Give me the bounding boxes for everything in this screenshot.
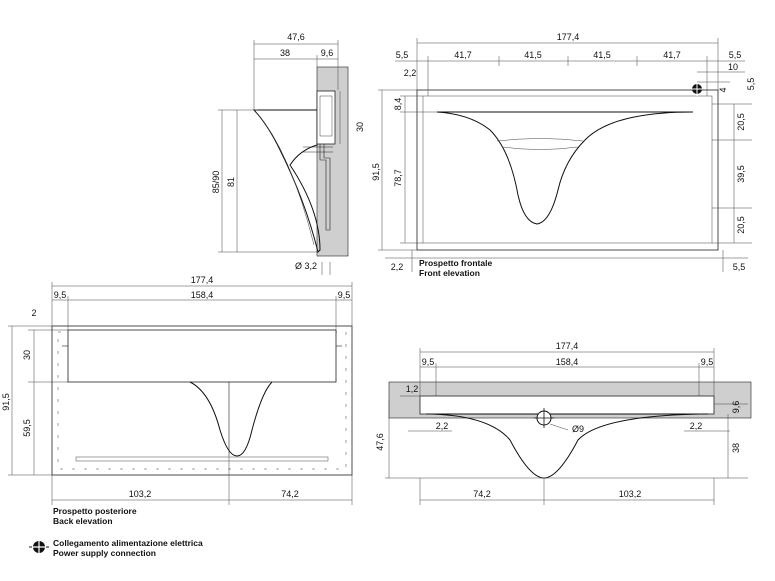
side-height-total-label: 85/90	[211, 171, 221, 194]
back-box-height-label: 30	[22, 350, 32, 360]
back-bottom-left-label: 103,2	[129, 489, 152, 499]
front-total-width-label: 177,4	[557, 32, 580, 42]
back-left-margin-label: 9,5	[54, 290, 67, 300]
top-view: Ø9 177,4 9,5 158,4 9,5 1,2 9,6 2,2 2,2 4…	[375, 341, 752, 505]
top-inset-right-label: 2,2	[690, 421, 703, 431]
front-segment-4-label: 41,7	[663, 50, 681, 60]
back-basin-outline	[189, 381, 273, 457]
legend: Collegamento alimentazione elettrica Pow…	[29, 538, 203, 558]
front-panel-outer	[416, 89, 719, 251]
front-top-band-label: 8,4	[393, 98, 403, 111]
legend-label-en: Power supply connection	[53, 548, 156, 558]
top-right-margin-label: 9,5	[701, 357, 714, 367]
top-basin-outline	[431, 413, 701, 479]
front-right-dim-3-label: 20,5	[736, 216, 746, 234]
front-inset-4-label: 4	[718, 87, 728, 92]
side-height-basin-label: 81	[226, 177, 236, 187]
top-drain-diameter-label: Ø9	[572, 424, 584, 434]
front-right-dim-2-label: 39,5	[736, 165, 746, 183]
top-panel	[419, 395, 715, 415]
front-bottom-right-label: 5,5	[733, 262, 746, 272]
side-top-width-label: 47,6	[287, 32, 305, 42]
back-height-total-label: 91,5	[1, 393, 11, 411]
front-title-it: Prospetto frontale	[419, 258, 492, 268]
top-bottom-left-label: 74,2	[473, 489, 491, 499]
top-inner-width-label: 158,4	[556, 357, 579, 367]
back-view: 177,4 9,5 158,4 9,5 2 30 91,5 59,5 103,2…	[1, 275, 353, 526]
back-inner-width-label: 158,4	[191, 290, 214, 300]
side-electrical-box	[316, 90, 336, 145]
side-pipe-diameter-label: Ø 3,2	[295, 261, 317, 271]
back-bottom-right-label: 74,2	[281, 489, 299, 499]
side-basin-profile	[252, 109, 321, 253]
front-right-top-label: 5,5	[746, 78, 756, 91]
legend-label-it: Collegamento alimentazione elettrica	[53, 538, 203, 548]
top-drain-icon	[534, 408, 554, 428]
front-right-margin-label: 5,5	[729, 50, 742, 60]
front-top-offset-label: 2,2	[404, 68, 417, 78]
side-top-left-label: 38	[280, 48, 290, 58]
power-connection-icon	[29, 538, 49, 556]
top-inset-left-label: 2,2	[436, 421, 449, 431]
back-height-lower-label: 59,5	[22, 419, 32, 437]
front-title-en: Front elevation	[419, 268, 480, 278]
front-segment-3-label: 41,5	[593, 50, 611, 60]
top-bottom-right-label: 103,2	[619, 489, 642, 499]
back-towel-bar	[75, 456, 329, 462]
front-panel-inner	[422, 95, 713, 244]
side-top-right-label: 9,6	[321, 48, 334, 58]
top-depth-total-label: 47,6	[375, 433, 385, 451]
front-power-connection-icon	[690, 82, 704, 96]
front-right-dim-1-label: 20,5	[736, 113, 746, 131]
side-drain-pipe	[319, 144, 331, 231]
back-title-en: Back elevation	[53, 516, 113, 526]
front-bottom-left-label: 2,2	[391, 262, 404, 272]
front-basin-outline	[436, 111, 694, 225]
front-view: 177,4 5,5 5,5 41,7 41,5 41,5 41,7 10 4 5…	[371, 32, 756, 278]
top-total-width-label: 177,4	[556, 341, 579, 351]
top-left-margin-label: 9,5	[422, 357, 435, 367]
front-segment-1-label: 41,7	[454, 50, 472, 60]
back-electrical-box	[67, 329, 337, 383]
front-left-margin-label: 5,5	[396, 50, 409, 60]
front-inset-10-label: 10	[728, 62, 738, 72]
front-segment-2-label: 41,5	[524, 50, 542, 60]
back-right-margin-label: 9,5	[338, 290, 351, 300]
top-depth-right-label: 9,6	[731, 401, 741, 414]
back-top-offset-label: 2	[31, 308, 36, 318]
front-height-total-label: 91,5	[371, 163, 381, 181]
top-wall-offset-label: 1,2	[406, 384, 419, 394]
side-box-height-label: 30	[355, 122, 365, 132]
top-bowl-depth-label: 38	[731, 443, 741, 453]
side-view: 47,6 38 9,6 85/90 81 30 Ø 3,2	[211, 32, 365, 275]
front-height-inner-label: 78,7	[393, 169, 403, 187]
back-total-width-label: 177,4	[191, 275, 214, 285]
back-title-it: Prospetto posteriore	[53, 506, 137, 516]
